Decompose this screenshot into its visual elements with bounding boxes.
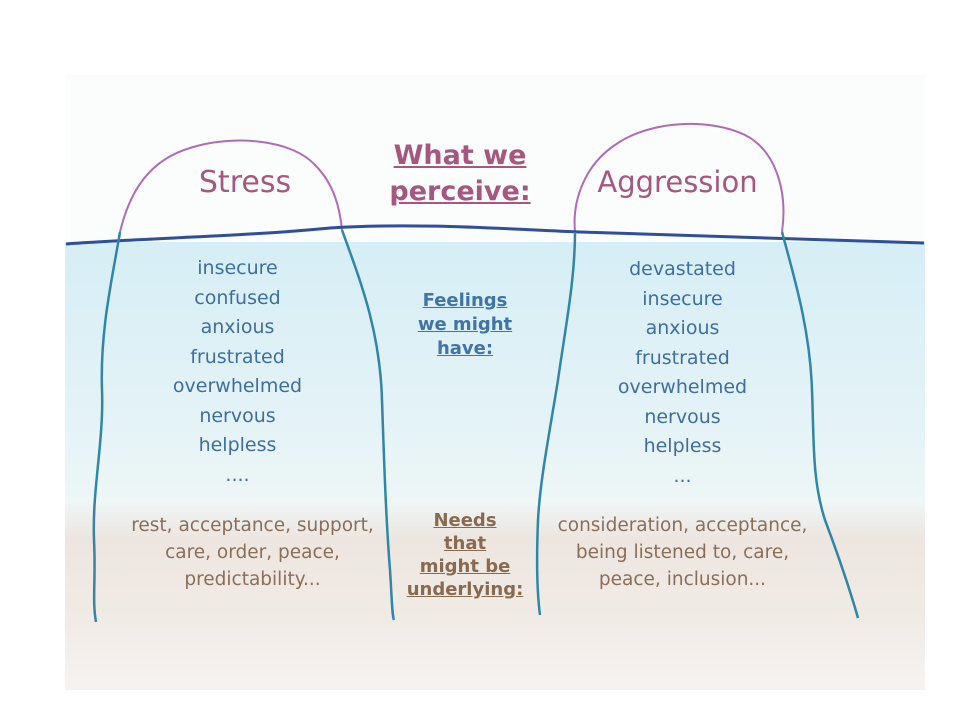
- need-line: being listened to, care,: [575, 542, 790, 563]
- feeling-item: insecure: [642, 287, 723, 310]
- center-title-line: perceive:: [389, 176, 531, 207]
- feelings-header: Feelings we might have:: [395, 289, 535, 361]
- feeling-item: confused: [194, 286, 281, 309]
- feeling-item: overwhelmed: [172, 375, 303, 397]
- right-iceberg-left-edge: [535, 231, 577, 616]
- left-feelings-list: insecure confused anxious frustrated ove…: [150, 254, 325, 490]
- feeling-item: ...: [673, 464, 692, 487]
- feeling-item: frustrated: [190, 345, 285, 368]
- need-line: rest, acceptance, support,: [131, 515, 374, 536]
- need-line: consideration, acceptance,: [557, 515, 808, 536]
- left-iceberg-left-edge: [92, 231, 122, 623]
- right-iceberg-right-edge: [780, 231, 860, 619]
- left-iceberg-title: Stress: [198, 165, 292, 200]
- needs-header-line: underlying:: [406, 579, 524, 600]
- right-iceberg-title: Aggression: [597, 165, 758, 199]
- feeling-item: overwhelmed: [617, 376, 748, 398]
- feeling-item: helpless: [643, 435, 722, 457]
- feelings-header-line: Feelings: [422, 290, 508, 311]
- feeling-item: anxious: [200, 316, 275, 338]
- need-line: peace, inclusion...: [598, 569, 767, 590]
- feeling-item: helpless: [198, 434, 277, 456]
- water-line: [65, 224, 925, 246]
- needs-header-line: that: [443, 533, 487, 554]
- water-area: [65, 242, 925, 690]
- need-line: predictability...: [184, 569, 321, 590]
- center-title: What we perceive:: [375, 138, 545, 210]
- right-feelings-list: devastated insecure anxious frustrated o…: [590, 255, 775, 491]
- feeling-item: ....: [225, 463, 250, 486]
- right-needs-list: consideration, acceptance, being listene…: [540, 512, 825, 593]
- left-iceberg-right-edge: [340, 229, 396, 621]
- feeling-item: nervous: [199, 404, 276, 427]
- feelings-header-line: we might: [417, 314, 513, 335]
- needs-header-line: Needs: [433, 510, 497, 531]
- left-needs-list: rest, acceptance, support, care, order, …: [110, 512, 395, 593]
- right-iceberg-top: [573, 122, 785, 233]
- feeling-item: insecure: [197, 257, 278, 279]
- feeling-item: frustrated: [635, 346, 730, 369]
- feeling-item: devastated: [629, 258, 736, 280]
- feeling-item: nervous: [644, 405, 721, 428]
- center-title-line: What we: [393, 140, 527, 171]
- needs-header-line: might be: [419, 556, 511, 577]
- needs-header: Needs that might be underlying:: [395, 509, 535, 601]
- feeling-item: anxious: [645, 317, 720, 339]
- feelings-header-line: have:: [436, 338, 494, 359]
- left-iceberg-top: [119, 139, 343, 233]
- need-line: care, order, peace,: [165, 542, 340, 563]
